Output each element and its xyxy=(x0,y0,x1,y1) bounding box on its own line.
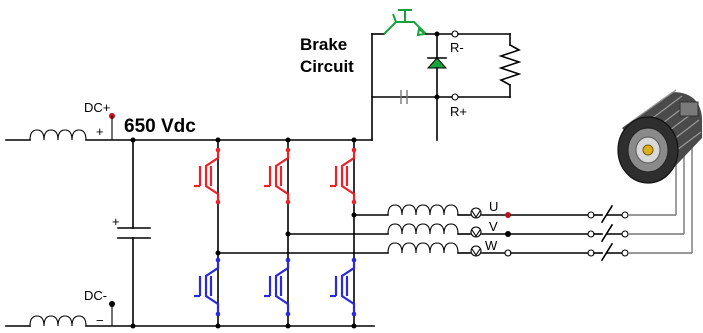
r-plus-label: R+ xyxy=(450,104,467,119)
brake-label-line1: Brake xyxy=(300,35,347,54)
voltage-label: 650 Vdc xyxy=(124,116,196,137)
input-inductor-top xyxy=(29,129,87,141)
upper-igbt-2-icon xyxy=(264,147,291,205)
current-sensor-v-icon xyxy=(470,226,482,238)
lower-igbt-3-icon xyxy=(330,257,357,317)
current-sensor-u-icon xyxy=(470,207,482,219)
breaker-w-icon xyxy=(587,242,629,262)
dc-plus-label: DC+ xyxy=(84,100,110,115)
dc-minus-label: DC- xyxy=(84,288,107,303)
upper-igbt-3-icon xyxy=(330,147,357,205)
brake-circuit xyxy=(371,9,522,141)
output-inductor-w-icon xyxy=(387,242,459,254)
r-minus-terminal xyxy=(451,30,459,38)
diode-icon xyxy=(426,57,448,69)
output-inductor-u-icon xyxy=(387,204,459,216)
dc-minus-input xyxy=(5,301,375,327)
terminal-u xyxy=(505,212,511,218)
r-minus-label: R- xyxy=(450,40,464,55)
terminal-w xyxy=(504,249,512,257)
brake-label-line2: Circuit xyxy=(300,57,354,76)
inverter-bridge xyxy=(194,137,357,329)
dc-minus-sign: − xyxy=(96,313,104,328)
phase-u-label: U xyxy=(489,199,498,214)
dc-plus-sign: + xyxy=(96,124,104,139)
terminal-v xyxy=(505,231,511,237)
capacitor-icon xyxy=(117,137,151,329)
current-sensor-w-icon xyxy=(470,245,482,257)
input-inductor-bottom xyxy=(29,315,87,327)
lower-igbt-2-icon xyxy=(264,257,291,317)
breaker-v-icon xyxy=(587,223,629,243)
r-plus-terminal xyxy=(451,93,459,101)
output-inductor-v-icon xyxy=(387,223,459,235)
resistor-icon xyxy=(498,33,522,98)
motor-icon xyxy=(617,89,702,184)
lower-igbt-1-icon xyxy=(194,257,221,317)
snubber-capacitor-icon xyxy=(400,90,408,104)
brake-switch-icon xyxy=(383,9,428,37)
breaker-u-icon xyxy=(587,204,629,224)
upper-igbt-1-icon xyxy=(194,147,221,205)
capacitor-plus-label: + xyxy=(112,214,120,229)
phase-v-label: V xyxy=(489,219,498,234)
phase-w-label: W xyxy=(485,238,498,253)
